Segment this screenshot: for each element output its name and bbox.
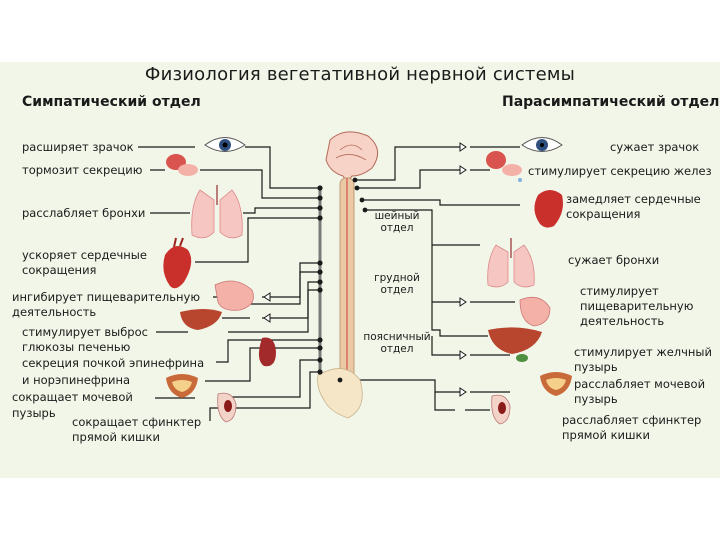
parasympathetic-digestion-label-line2: пищеварительную — [580, 299, 694, 313]
liver-icon — [180, 309, 222, 330]
sympathetic-digestion-label-line2: деятельность — [12, 305, 97, 319]
cervical-label: шейный отдел — [370, 210, 424, 234]
sympathetic-heading: Симпатический отдел — [22, 94, 201, 110]
heart-icon — [163, 237, 192, 289]
sympathetic-pathways — [138, 146, 318, 421]
sympathetic-digestion-label-line1: ингибирует пищеварительную — [12, 290, 201, 304]
lumbar-label: поясничный отдел — [362, 331, 432, 355]
parasympathetic-digestion-label-line1: стимулирует — [580, 284, 659, 298]
salivary-gland-icon — [166, 154, 198, 176]
parasympathetic-pathways — [340, 146, 520, 411]
rectum-icon — [217, 392, 237, 423]
parasympathetic-bladder-label-line2: пузырь — [574, 392, 618, 406]
parasympathetic-rectum-label-line2: прямой кишки — [562, 428, 650, 442]
eye-icon — [204, 137, 246, 152]
sympathetic-bladder-label-line1: сокращает мочевой — [12, 390, 133, 404]
parasympathetic-heart-label-line1: замедляет сердечные — [566, 192, 701, 206]
lungs-icon — [191, 185, 243, 239]
page-title: Физиология вегетативной нервной системы — [144, 64, 576, 85]
bladder-icon — [540, 372, 572, 396]
lungs-icon — [487, 238, 535, 288]
parasympathetic-gallbladder-label-line1: стимулирует желчный — [574, 345, 712, 359]
eye-icon — [521, 137, 563, 152]
parasympathetic-rectum-label-line1: расслабляет сфинктер — [562, 413, 702, 427]
parasympathetic-gallbladder-label-line2: пузырь — [574, 360, 618, 374]
parasympathetic-heading: Парасимпатический отдел — [502, 94, 720, 110]
parasympathetic-bladder-label-line1: расслабляет мочевой — [574, 377, 706, 391]
lumbar-label-line1: поясничный — [363, 331, 431, 343]
parasympathetic-pupil-label: сужает зрачок — [610, 140, 700, 154]
sympathetic-rectum-label-line2: прямой кишки — [72, 430, 160, 444]
heart-icon — [534, 190, 563, 228]
thoracic-label: грудной отдел — [370, 272, 424, 296]
stomach-icon — [214, 280, 254, 311]
junction-marks — [263, 142, 467, 397]
thoracic-label-line1: грудной — [374, 272, 420, 284]
sympathetic-heart-label-line2: сокращения — [22, 263, 97, 277]
sympathetic-adrenal-label-line2: и норэпинефрина — [22, 373, 131, 387]
liver-icon — [488, 327, 542, 362]
sympathetic-glucose-label-line1: стимулирует выброс — [22, 325, 148, 339]
cervical-label-line2: отдел — [380, 222, 414, 234]
salivary-gland-icon — [486, 151, 522, 182]
sympathetic-secretion-label: тормозит секрецию — [22, 163, 143, 177]
lumbar-label-line2: отдел — [380, 343, 414, 355]
parasympathetic-digestion-label-line3: деятельность — [580, 314, 665, 328]
rectum-icon — [491, 394, 511, 425]
stomach-icon — [519, 296, 551, 327]
bladder-icon — [166, 374, 198, 398]
cervical-label-line1: шейный — [374, 210, 420, 222]
sympathetic-bronchi-label: расслабляет бронхи — [22, 206, 146, 220]
parasympathetic-bronchi-label: сужает бронхи — [568, 253, 660, 267]
spinal-cord — [317, 131, 379, 419]
kidney-icon — [258, 337, 276, 367]
sympathetic-pupil-label: расширяет зрачок — [22, 140, 134, 154]
sympathetic-adrenal-label-line1: секреция почкой эпинефрина — [22, 356, 205, 370]
diagram-panel — [0, 62, 720, 478]
sympathetic-bladder-label-line2: пузырь — [12, 406, 56, 420]
sympathetic-heart-label-line1: ускоряет сердечные — [22, 248, 147, 262]
parasympathetic-heart-label-line2: сокращения — [566, 207, 641, 221]
thoracic-label-line2: отдел — [380, 284, 414, 296]
sympathetic-rectum-label-line1: сокращает сфинктер — [72, 415, 202, 429]
sympathetic-glucose-label-line2: глюкозы печенью — [22, 340, 131, 354]
parasympathetic-secretion-label: стимулирует секрецию желез — [528, 164, 712, 178]
